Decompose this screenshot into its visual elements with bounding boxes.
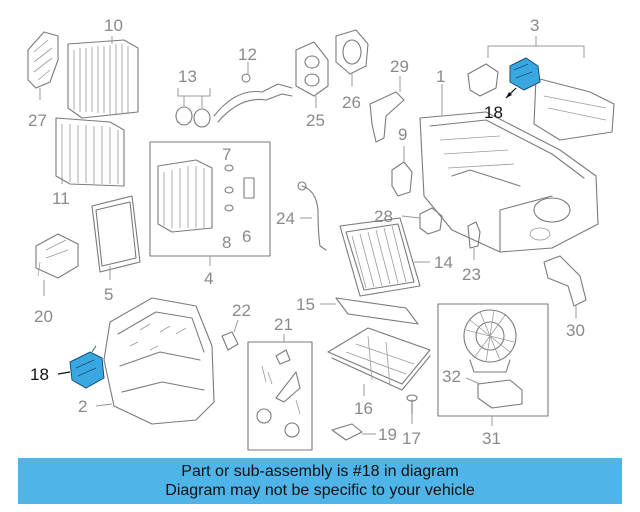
part-27: 27 xyxy=(27,31,59,130)
callout-26: 26 xyxy=(342,93,361,112)
callout-22: 22 xyxy=(232,301,251,320)
part-19: 19 xyxy=(331,423,397,444)
callout-7: 7 xyxy=(222,145,231,164)
callout-9: 9 xyxy=(398,125,407,144)
callout-20: 20 xyxy=(34,307,53,326)
callout-17: 17 xyxy=(402,429,421,448)
callout-15: 15 xyxy=(296,295,315,314)
callout-28: 28 xyxy=(374,207,393,226)
part-23: 23 xyxy=(462,221,481,284)
part-30: 30 xyxy=(543,255,587,340)
part-3: 3 xyxy=(467,16,615,141)
part-31: 31 xyxy=(437,303,549,448)
callout-31: 31 xyxy=(482,429,501,448)
part-18-bottom[interactable]: 18 xyxy=(30,345,105,389)
parts-diagram: 27 10 11 5 20 13 12 xyxy=(27,16,615,451)
part-17: 17 xyxy=(402,394,421,448)
part-22: 22 xyxy=(221,301,251,351)
callout-23: 23 xyxy=(462,265,481,284)
callout-2: 2 xyxy=(78,397,87,416)
callout-18-bottom: 18 xyxy=(30,365,49,384)
part-10: 10 xyxy=(67,16,139,119)
callout-21: 21 xyxy=(274,315,293,334)
part-13: 13 xyxy=(175,67,211,128)
callout-1: 1 xyxy=(436,67,445,86)
callout-19: 19 xyxy=(378,425,397,444)
callout-12: 12 xyxy=(238,45,257,64)
part-20: 20 xyxy=(34,233,79,326)
callout-14: 14 xyxy=(434,253,453,272)
part-16: 16 xyxy=(327,327,431,418)
banner-line-2: Diagram may not be specific to your vehi… xyxy=(165,482,475,499)
callout-27: 27 xyxy=(28,111,47,130)
callout-10: 10 xyxy=(104,16,123,35)
part-2: 2 xyxy=(78,297,215,425)
callout-24: 24 xyxy=(276,209,295,228)
callout-13: 13 xyxy=(178,67,197,86)
callout-6: 6 xyxy=(242,227,251,246)
callout-32: 32 xyxy=(442,367,461,386)
callout-18-top: 18 xyxy=(484,103,503,122)
part-11: 11 xyxy=(52,117,125,208)
part-14: 14 xyxy=(339,217,453,297)
callout-25: 25 xyxy=(306,111,325,130)
callout-5: 5 xyxy=(104,285,113,304)
part-4: 4 7 8 6 xyxy=(149,141,271,288)
callout-30: 30 xyxy=(566,321,585,340)
part-26: 26 xyxy=(335,29,369,112)
part-12: 12 xyxy=(213,45,293,123)
part-21: 21 xyxy=(247,315,313,451)
part-25: 25 xyxy=(295,41,329,130)
callout-29: 29 xyxy=(390,57,409,76)
callout-3: 3 xyxy=(530,16,539,35)
callout-4: 4 xyxy=(204,269,213,288)
part-18-top[interactable]: 18 xyxy=(484,57,541,122)
callout-8: 8 xyxy=(222,233,231,252)
part-32: 32 xyxy=(442,367,523,409)
callout-11: 11 xyxy=(52,189,70,208)
part-5: 5 xyxy=(91,195,141,304)
part-15: 15 xyxy=(296,295,419,325)
part-24: 24 xyxy=(276,181,327,251)
banner-line-1: Part or sub-assembly is #18 in diagram xyxy=(181,463,459,480)
callout-16: 16 xyxy=(354,399,373,418)
part-9: 9 xyxy=(391,125,413,197)
info-banner: Part or sub-assembly is #18 in diagram D… xyxy=(18,458,622,504)
part-29: 29 xyxy=(369,57,409,143)
